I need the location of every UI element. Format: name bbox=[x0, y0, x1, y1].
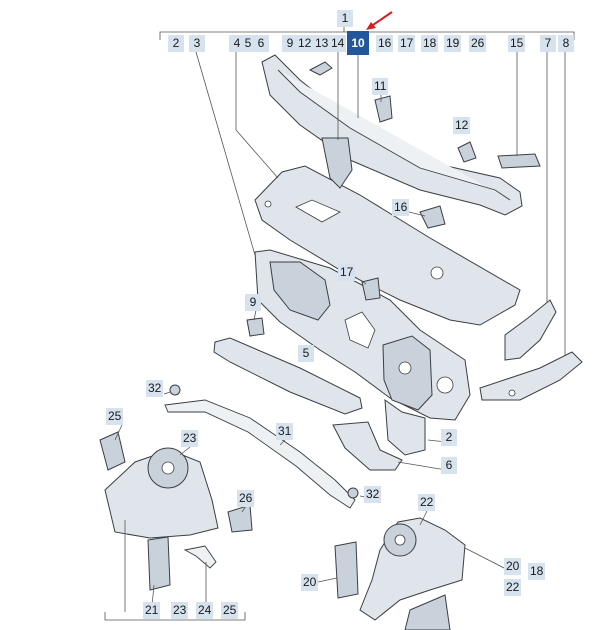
callout-label-8: 8 bbox=[558, 35, 574, 52]
callout-label-32: 32 bbox=[146, 380, 164, 397]
right-shock-tower bbox=[334, 517, 466, 630]
callout-label-3: 3 bbox=[189, 35, 205, 52]
plenum-panel bbox=[254, 165, 521, 326]
callout-label-25: 25 bbox=[221, 602, 239, 619]
callout-label-16: 16 bbox=[376, 35, 394, 52]
callout-label-21: 21 bbox=[143, 602, 161, 619]
side-panel-right bbox=[479, 351, 583, 401]
callout-label-11: 11 bbox=[372, 78, 389, 95]
callout-label-5: 5 bbox=[298, 345, 314, 362]
bottom-bracket-line bbox=[104, 612, 246, 621]
callout-label-22: 22 bbox=[418, 494, 436, 511]
upper-cowl-panel bbox=[261, 54, 523, 216]
callout-label-15: 15 bbox=[508, 35, 526, 52]
callout-label-18: 18 bbox=[528, 563, 546, 580]
strut-brace bbox=[164, 399, 356, 509]
callout-label-17: 17 bbox=[398, 35, 416, 52]
callout-label-12: 12 bbox=[453, 117, 471, 134]
callout-label-19: 19 bbox=[444, 35, 462, 52]
callout-label-26: 26 bbox=[237, 490, 255, 507]
callout-label-22: 22 bbox=[504, 579, 522, 596]
callout-label-6: 6 bbox=[441, 457, 457, 474]
callout-label-1: 1 bbox=[337, 10, 353, 27]
callout-label-9: 9 bbox=[282, 35, 298, 52]
callout-label-24: 24 bbox=[196, 602, 214, 619]
callout-label-13: 13 bbox=[313, 35, 331, 52]
callout-label-16: 16 bbox=[392, 199, 410, 216]
callout-label-20: 20 bbox=[301, 574, 319, 591]
small-brackets bbox=[169, 61, 541, 499]
leader-lines bbox=[114, 51, 566, 612]
callout-label-23: 23 bbox=[181, 430, 199, 447]
callout-label-12: 12 bbox=[296, 35, 314, 52]
callout-label-31: 31 bbox=[276, 423, 294, 440]
left-shock-tower bbox=[99, 431, 253, 591]
callout-label-17: 17 bbox=[338, 264, 356, 281]
callout-label-5: 5 bbox=[240, 35, 256, 52]
callout-label-14: 14 bbox=[329, 35, 347, 52]
callout-label-23: 23 bbox=[171, 602, 189, 619]
callout-label-32: 32 bbox=[364, 486, 382, 503]
red-arrow-icon bbox=[366, 11, 393, 30]
callout-label-18: 18 bbox=[421, 35, 439, 52]
side-panel-left bbox=[504, 299, 557, 361]
callout-label-7: 7 bbox=[540, 35, 556, 52]
callout-label-10: 10 bbox=[347, 31, 369, 55]
callout-label-26: 26 bbox=[469, 35, 487, 52]
callout-label-2: 2 bbox=[168, 35, 184, 52]
callout-label-25: 25 bbox=[106, 408, 124, 425]
callout-label-2: 2 bbox=[441, 429, 457, 446]
callout-label-20: 20 bbox=[504, 558, 522, 575]
callout-label-6: 6 bbox=[253, 35, 269, 52]
crossmember bbox=[213, 337, 363, 415]
callout-label-9: 9 bbox=[245, 294, 261, 311]
